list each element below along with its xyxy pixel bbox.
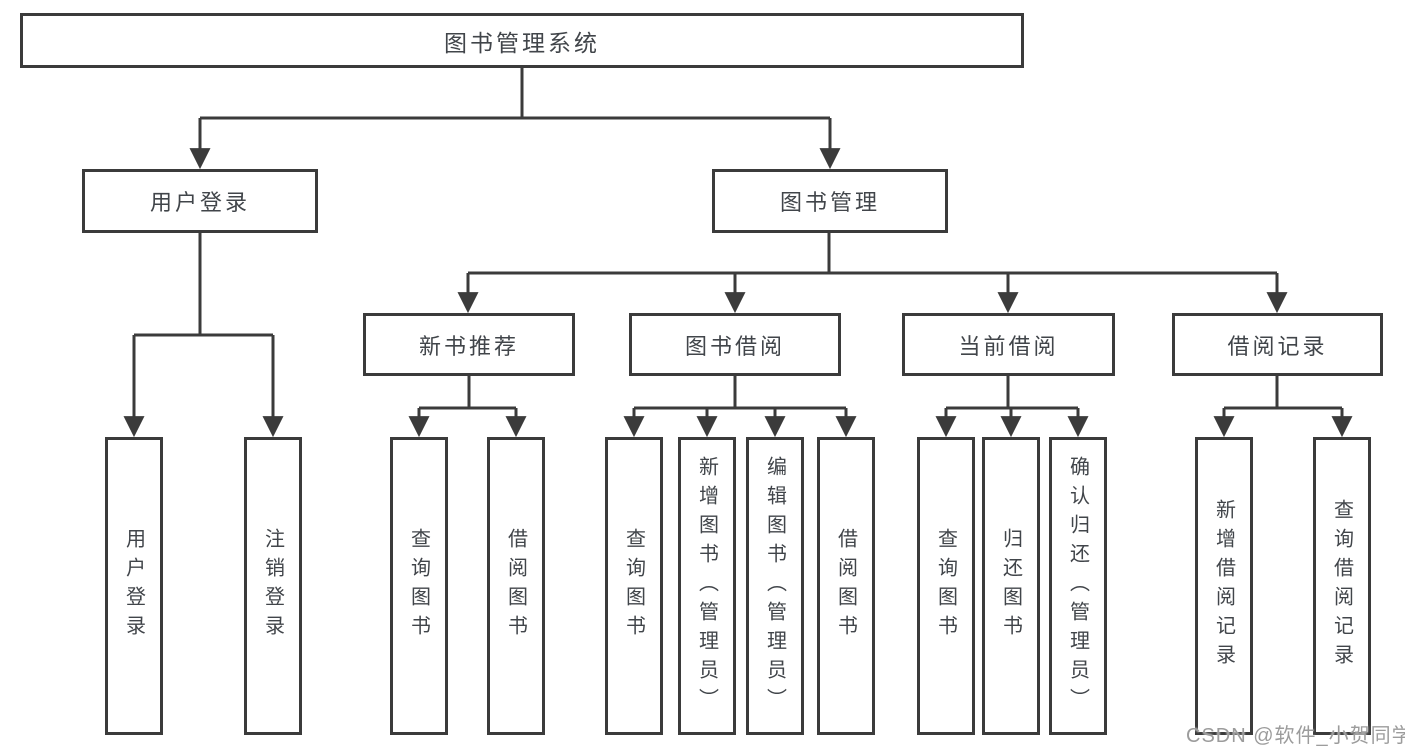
leaf-edit-book-admin: 编辑图书（管理员） [746, 437, 804, 735]
node-new-book-recommend: 新书推荐 [363, 313, 575, 376]
node-book-management: 图书管理 [712, 169, 948, 233]
node-user-login: 用户登录 [82, 169, 318, 233]
node-label: 用户登录 [149, 190, 250, 215]
node-root: 图书管理系统 [20, 13, 1024, 68]
leaf-label: 确认归还（管理员） [1066, 455, 1089, 717]
node-label: 图书管理 [779, 190, 880, 215]
node-label: 新书推荐 [418, 333, 519, 359]
connector-login-to-leaves [123, 233, 284, 438]
leaf-query-borrow-record: 查询借阅记录 [1313, 437, 1371, 735]
connector-current-to-leaves [935, 376, 1089, 438]
leaf-label: 查询图书 [622, 528, 645, 644]
leaf-return-book: 归还图书 [982, 437, 1040, 735]
leaf-logout: 注销登录 [244, 437, 302, 735]
leaf-label: 查询借阅记录 [1330, 499, 1353, 673]
leaf-add-book-admin: 新增图书（管理员） [678, 437, 736, 735]
leaf-label: 注销登录 [261, 528, 284, 644]
connector-management-to-level3 [457, 233, 1288, 314]
leaf-label: 用户登录 [122, 528, 145, 644]
leaf-label: 新增借阅记录 [1212, 499, 1235, 673]
node-label: 当前借阅 [958, 333, 1059, 359]
leaf-label: 查询图书 [934, 528, 957, 644]
leaf-add-borrow-record: 新增借阅记录 [1195, 437, 1253, 735]
leaf-label: 新增图书（管理员） [695, 455, 718, 717]
leaf-confirm-return-admin: 确认归还（管理员） [1049, 437, 1107, 735]
leaf-query-book-1: 查询图书 [390, 437, 448, 735]
connector-root-to-level2 [189, 68, 841, 170]
leaf-label: 借阅图书 [504, 528, 527, 644]
leaf-borrow-book-1: 借阅图书 [487, 437, 545, 735]
leaf-label: 编辑图书（管理员） [763, 455, 786, 717]
leaf-borrow-book-2: 借阅图书 [817, 437, 875, 735]
connector-records-to-leaves [1213, 376, 1353, 438]
leaf-user-login: 用户登录 [105, 437, 163, 735]
leaf-label: 归还图书 [999, 528, 1022, 644]
leaf-label: 查询图书 [407, 528, 430, 644]
node-label: 图书管理系统 [444, 29, 600, 56]
leaf-query-book-2: 查询图书 [605, 437, 663, 735]
leaf-label: 借阅图书 [834, 528, 857, 644]
connector-borrow-to-leaves [623, 376, 857, 438]
node-borrow-records: 借阅记录 [1172, 313, 1383, 376]
csdn-watermark: CSDN @软件_小贺同学 [1186, 725, 1405, 747]
node-book-borrow: 图书借阅 [629, 313, 841, 376]
leaf-query-book-3: 查询图书 [917, 437, 975, 735]
node-label: 借阅记录 [1227, 333, 1328, 359]
node-current-borrow: 当前借阅 [902, 313, 1115, 376]
node-label: 图书借阅 [684, 333, 785, 359]
connector-newbook-to-leaves [408, 376, 527, 438]
